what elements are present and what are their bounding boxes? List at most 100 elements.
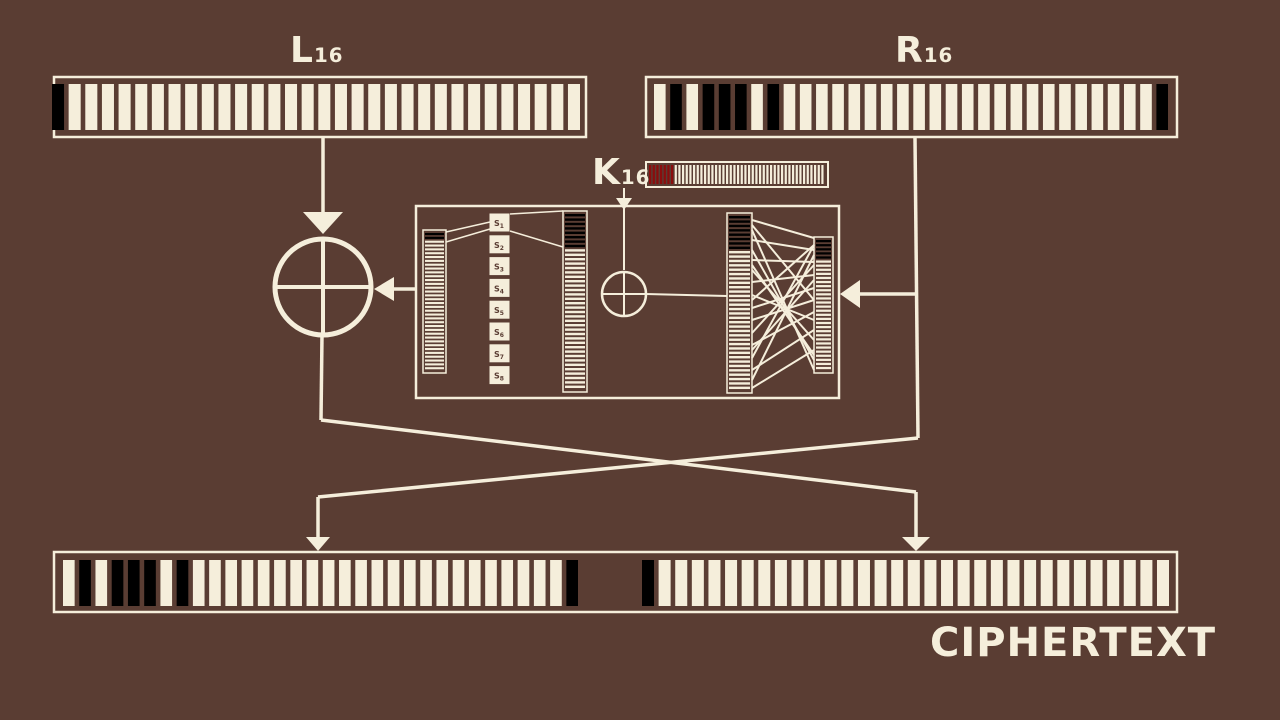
bit-cell (425, 317, 444, 320)
bit-cell (565, 315, 585, 318)
key-bit-cell (715, 165, 718, 184)
bit-cell (1107, 560, 1120, 606)
sbox-output-register (562, 210, 588, 393)
bit-cell (425, 248, 444, 251)
key-bit-cell (718, 165, 721, 184)
bit-cell (729, 364, 750, 368)
permutation-line (751, 244, 815, 301)
key-bit-cell (652, 165, 655, 184)
bit-cell (816, 362, 831, 366)
bit-cell (425, 340, 444, 343)
bit-cell (783, 84, 796, 130)
sbox-link-3 (509, 210, 564, 215)
bit-cell (420, 560, 432, 606)
bit-cell (135, 84, 148, 130)
f-output-arrow (374, 277, 394, 301)
permutation-line (751, 294, 815, 321)
bit-cell (565, 363, 585, 367)
bit-cell (565, 236, 585, 239)
sbox-link-2 (445, 228, 491, 243)
bit-cell (565, 249, 585, 252)
ciphertext-label: CIPHERTEXT (930, 620, 1217, 666)
bit-cell (974, 560, 987, 606)
bit-cell (501, 560, 514, 606)
key-bit-cell (726, 165, 729, 184)
bit-cell (832, 84, 844, 130)
sbox-5: S5 (489, 300, 510, 319)
bit-cell (729, 294, 750, 298)
bit-cell (565, 297, 585, 301)
key-bit-cell (707, 165, 710, 184)
bit-cell (816, 297, 831, 300)
bit-cell (741, 560, 754, 606)
bit-cell (68, 84, 81, 130)
bit-cell (79, 560, 91, 606)
cross-line-left-to-right (320, 418, 917, 494)
bit-cell (565, 293, 585, 296)
sbox-letter: S (494, 284, 500, 293)
bit-cell (729, 277, 750, 280)
bit-cell (127, 560, 140, 606)
xor-down-line (319, 334, 324, 421)
bit-cell (425, 332, 444, 335)
permutation-line (751, 329, 815, 371)
key-bit-cell (729, 165, 732, 184)
l16-label-main: L (290, 30, 314, 71)
bit-cell (816, 293, 831, 296)
bit-cell (95, 560, 108, 606)
bit-cell (565, 253, 585, 257)
key-drop-arrow (616, 198, 632, 210)
k16-label-main: K (592, 152, 621, 193)
bit-cell (735, 84, 747, 130)
key-bit-cell (806, 165, 809, 184)
bit-cell (565, 310, 585, 314)
bit-cell (565, 341, 585, 345)
key-bit-cell (656, 165, 659, 184)
sbox-letter: S (494, 372, 500, 381)
bit-cell (565, 218, 585, 221)
r16-bits (654, 84, 1168, 130)
bit-cell (729, 369, 750, 372)
key-bit-cell (773, 165, 776, 184)
bit-cell (729, 237, 750, 241)
bit-cell (729, 316, 750, 320)
bit-cell (160, 560, 173, 606)
bit-cell (816, 289, 831, 292)
bit-cell (729, 360, 750, 363)
bit-cell (565, 328, 585, 331)
bit-cell (301, 84, 314, 130)
bit-cell (322, 560, 335, 606)
sbox-label: S1 (494, 219, 504, 230)
permutation-line (751, 349, 815, 389)
key-bit-cell (700, 165, 703, 184)
k16-label: K16 (592, 152, 650, 193)
bit-cell (565, 284, 585, 287)
bit-cell (565, 372, 585, 375)
permutation-line (751, 239, 815, 251)
bit-cell (848, 84, 861, 130)
bit-cell (425, 290, 444, 293)
bit-cell (425, 313, 444, 316)
sbox-label: S2 (494, 241, 504, 252)
key-bit-cell (784, 165, 787, 184)
sbox-index: 1 (500, 223, 504, 230)
bit-cell (751, 84, 763, 130)
bit-cell (670, 84, 682, 130)
bit-cell (565, 376, 585, 380)
bit-cell (565, 214, 585, 217)
bit-cell (425, 275, 444, 278)
bit-cell (729, 272, 750, 276)
bit-cell (675, 560, 688, 606)
key-bit-cell (682, 165, 685, 184)
bit-cell (550, 560, 562, 606)
bit-cell (816, 248, 831, 251)
bit-cell (791, 560, 804, 606)
bit-cell (565, 240, 585, 243)
bit-cell (565, 385, 585, 389)
bit-cell (565, 288, 585, 292)
key-bit-cell (696, 165, 699, 184)
sbox-index: 7 (500, 354, 504, 361)
key-bit-cell (649, 165, 652, 184)
bit-cell (725, 560, 738, 606)
bit-cell (1007, 560, 1020, 606)
